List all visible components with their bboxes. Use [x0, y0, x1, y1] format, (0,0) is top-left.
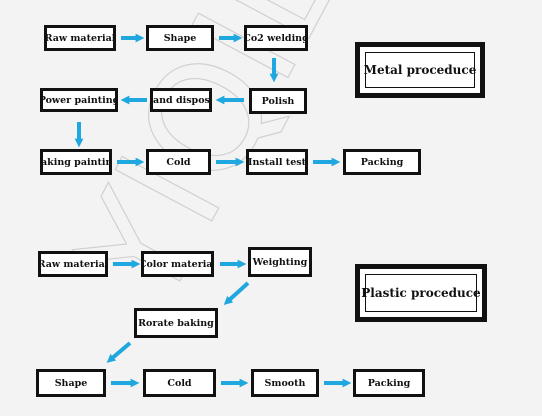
plastic-step-color-material: Color material	[141, 251, 214, 277]
plastic-step-weighting: Weighting	[248, 247, 312, 277]
metal-step-polish: Polish	[249, 88, 307, 114]
metal-step-sand-dispose: Sand dispose	[150, 88, 212, 112]
plastic-step-smooth: Smooth	[251, 369, 319, 397]
arrow-diagonal	[106, 341, 132, 363]
metal-step-cold: Cold	[146, 149, 211, 175]
metal-step-shape: Shape	[146, 25, 214, 51]
metal-procedure-title: Metal proceduce	[355, 42, 485, 98]
metal-step-install-test: Install test	[246, 149, 308, 175]
metal-step-packing: Packing	[343, 149, 421, 175]
plastic-step-rotate-baking: Rorate baking	[134, 308, 218, 338]
metal-step-co2-welding: Co2 welding	[244, 25, 308, 51]
metal-step-power-painting: Power painting	[40, 88, 118, 112]
plastic-step-shape: Shape	[36, 369, 106, 397]
plastic-step-raw-material: Raw material	[38, 251, 108, 277]
metal-step-baking-painting: Baking painting	[40, 149, 112, 175]
plastic-step-packing: Packing	[353, 369, 425, 397]
plastic-step-cold: Cold	[143, 369, 216, 397]
arrow-diagonal	[223, 281, 250, 305]
plastic-procedure-title: Plastic proceduce	[355, 264, 487, 322]
metal-step-raw-material: Raw material	[44, 25, 116, 51]
